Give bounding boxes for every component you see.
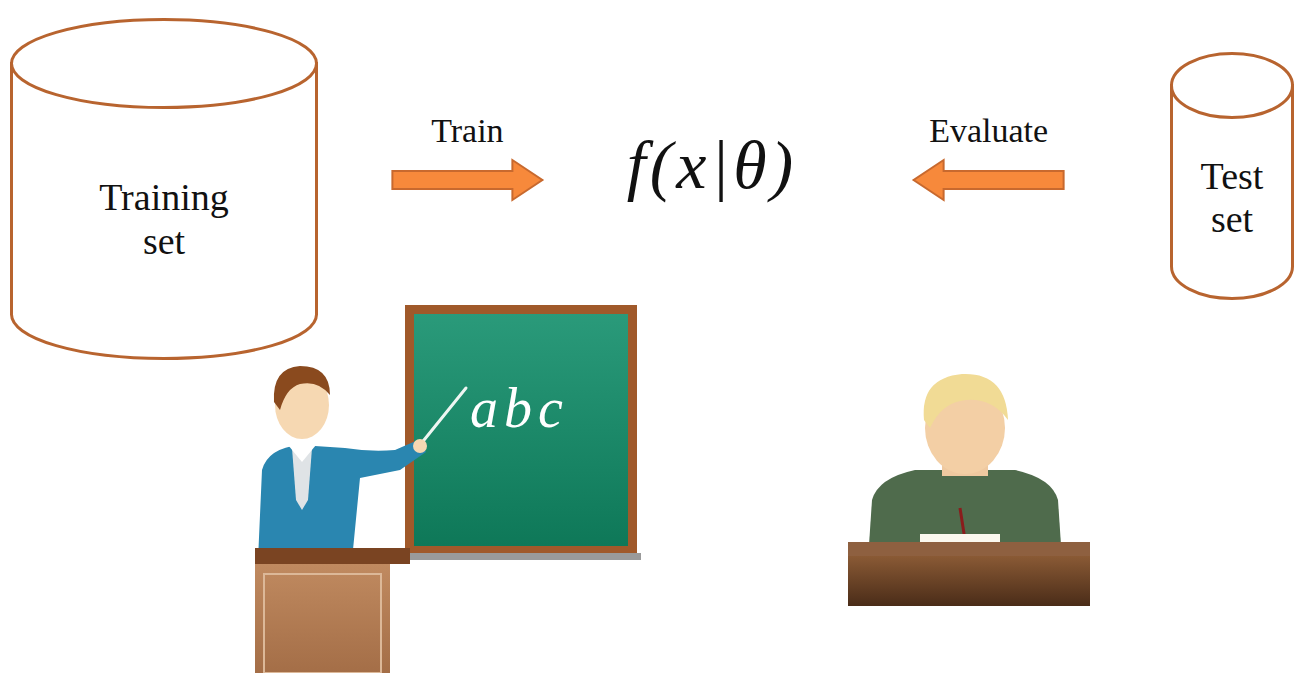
arrow-label: Evaluate	[929, 112, 1048, 150]
block-arrow	[914, 160, 1064, 200]
cylinder-top	[12, 20, 317, 108]
formula-text: f(x|θ)	[627, 126, 797, 204]
teacher-figure	[258, 366, 466, 560]
arrow-label: Train	[431, 112, 503, 150]
node-label: Training set	[79, 176, 249, 263]
data-cylinder: Training set	[10, 18, 318, 360]
student-figure	[868, 374, 1062, 560]
chalkboard	[405, 305, 641, 560]
block-arrow	[392, 160, 542, 200]
student-desk	[848, 534, 1090, 606]
data-cylinder: Test set	[1170, 52, 1294, 300]
chalkboard-text: abc	[470, 376, 569, 440]
model-formula: f(x|θ)	[617, 120, 807, 210]
lectern	[255, 548, 410, 673]
node-label: Test set	[1182, 155, 1282, 242]
cylinder-top	[1172, 54, 1293, 118]
